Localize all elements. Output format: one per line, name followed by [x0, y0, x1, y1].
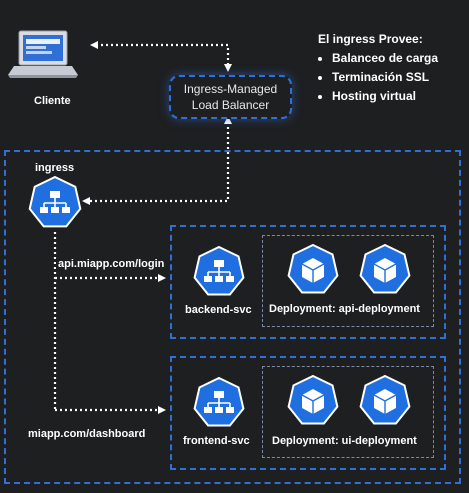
- backend-pod-cube-icon-1: [287, 243, 339, 294]
- backend-deployment-label: Deployment: api-deployment: [269, 303, 420, 315]
- ingress-sitemap-icon: [28, 175, 82, 228]
- cluster-boundary: [4, 150, 461, 484]
- backend-svc-label: backend-svc: [185, 304, 252, 316]
- backend-group: [170, 225, 446, 339]
- backend-pod-cube-icon-2: [359, 243, 411, 294]
- lb-ingress-connector: [82, 116, 232, 205]
- feature-item: Balanceo de carga: [332, 49, 438, 68]
- features-panel: El ingress Provee: Balanceo de carga Ter…: [318, 30, 438, 106]
- load-balancer-box: Ingress-Managed Load Balancer: [169, 75, 292, 119]
- client-label: Cliente: [34, 95, 71, 107]
- ingress-routes-connector: [53, 232, 166, 414]
- feature-item: Hosting virtual: [332, 87, 438, 106]
- frontend-pod-cube-icon-1: [287, 374, 339, 425]
- feature-item: Terminación SSL: [332, 68, 438, 87]
- frontend-svc-label: frontend-svc: [183, 435, 250, 447]
- frontend-group: [170, 356, 446, 470]
- frontend-svc-sitemap-icon: [193, 376, 245, 427]
- backend-svc-sitemap-icon: [193, 245, 245, 296]
- route-api-label: api.miapp.com/login: [56, 258, 167, 270]
- features-list: Balanceo de carga Terminación SSL Hostin…: [318, 49, 438, 106]
- laptop-icon: [8, 30, 78, 78]
- features-title: El ingress Provee:: [318, 32, 423, 46]
- frontend-deployment-box: [262, 366, 434, 458]
- load-balancer-label-line2: Load Balancer: [191, 98, 270, 112]
- route-dashboard-label: miapp.com/dashboard: [28, 428, 146, 440]
- client-lb-connector: [90, 41, 232, 72]
- ingress-label: ingress: [35, 162, 75, 174]
- backend-deployment-box: [262, 235, 434, 327]
- load-balancer-label-line1: Ingress-Managed: [183, 82, 278, 96]
- frontend-deployment-label: Deployment: ui-deployment: [272, 435, 417, 447]
- frontend-pod-cube-icon-2: [359, 374, 411, 425]
